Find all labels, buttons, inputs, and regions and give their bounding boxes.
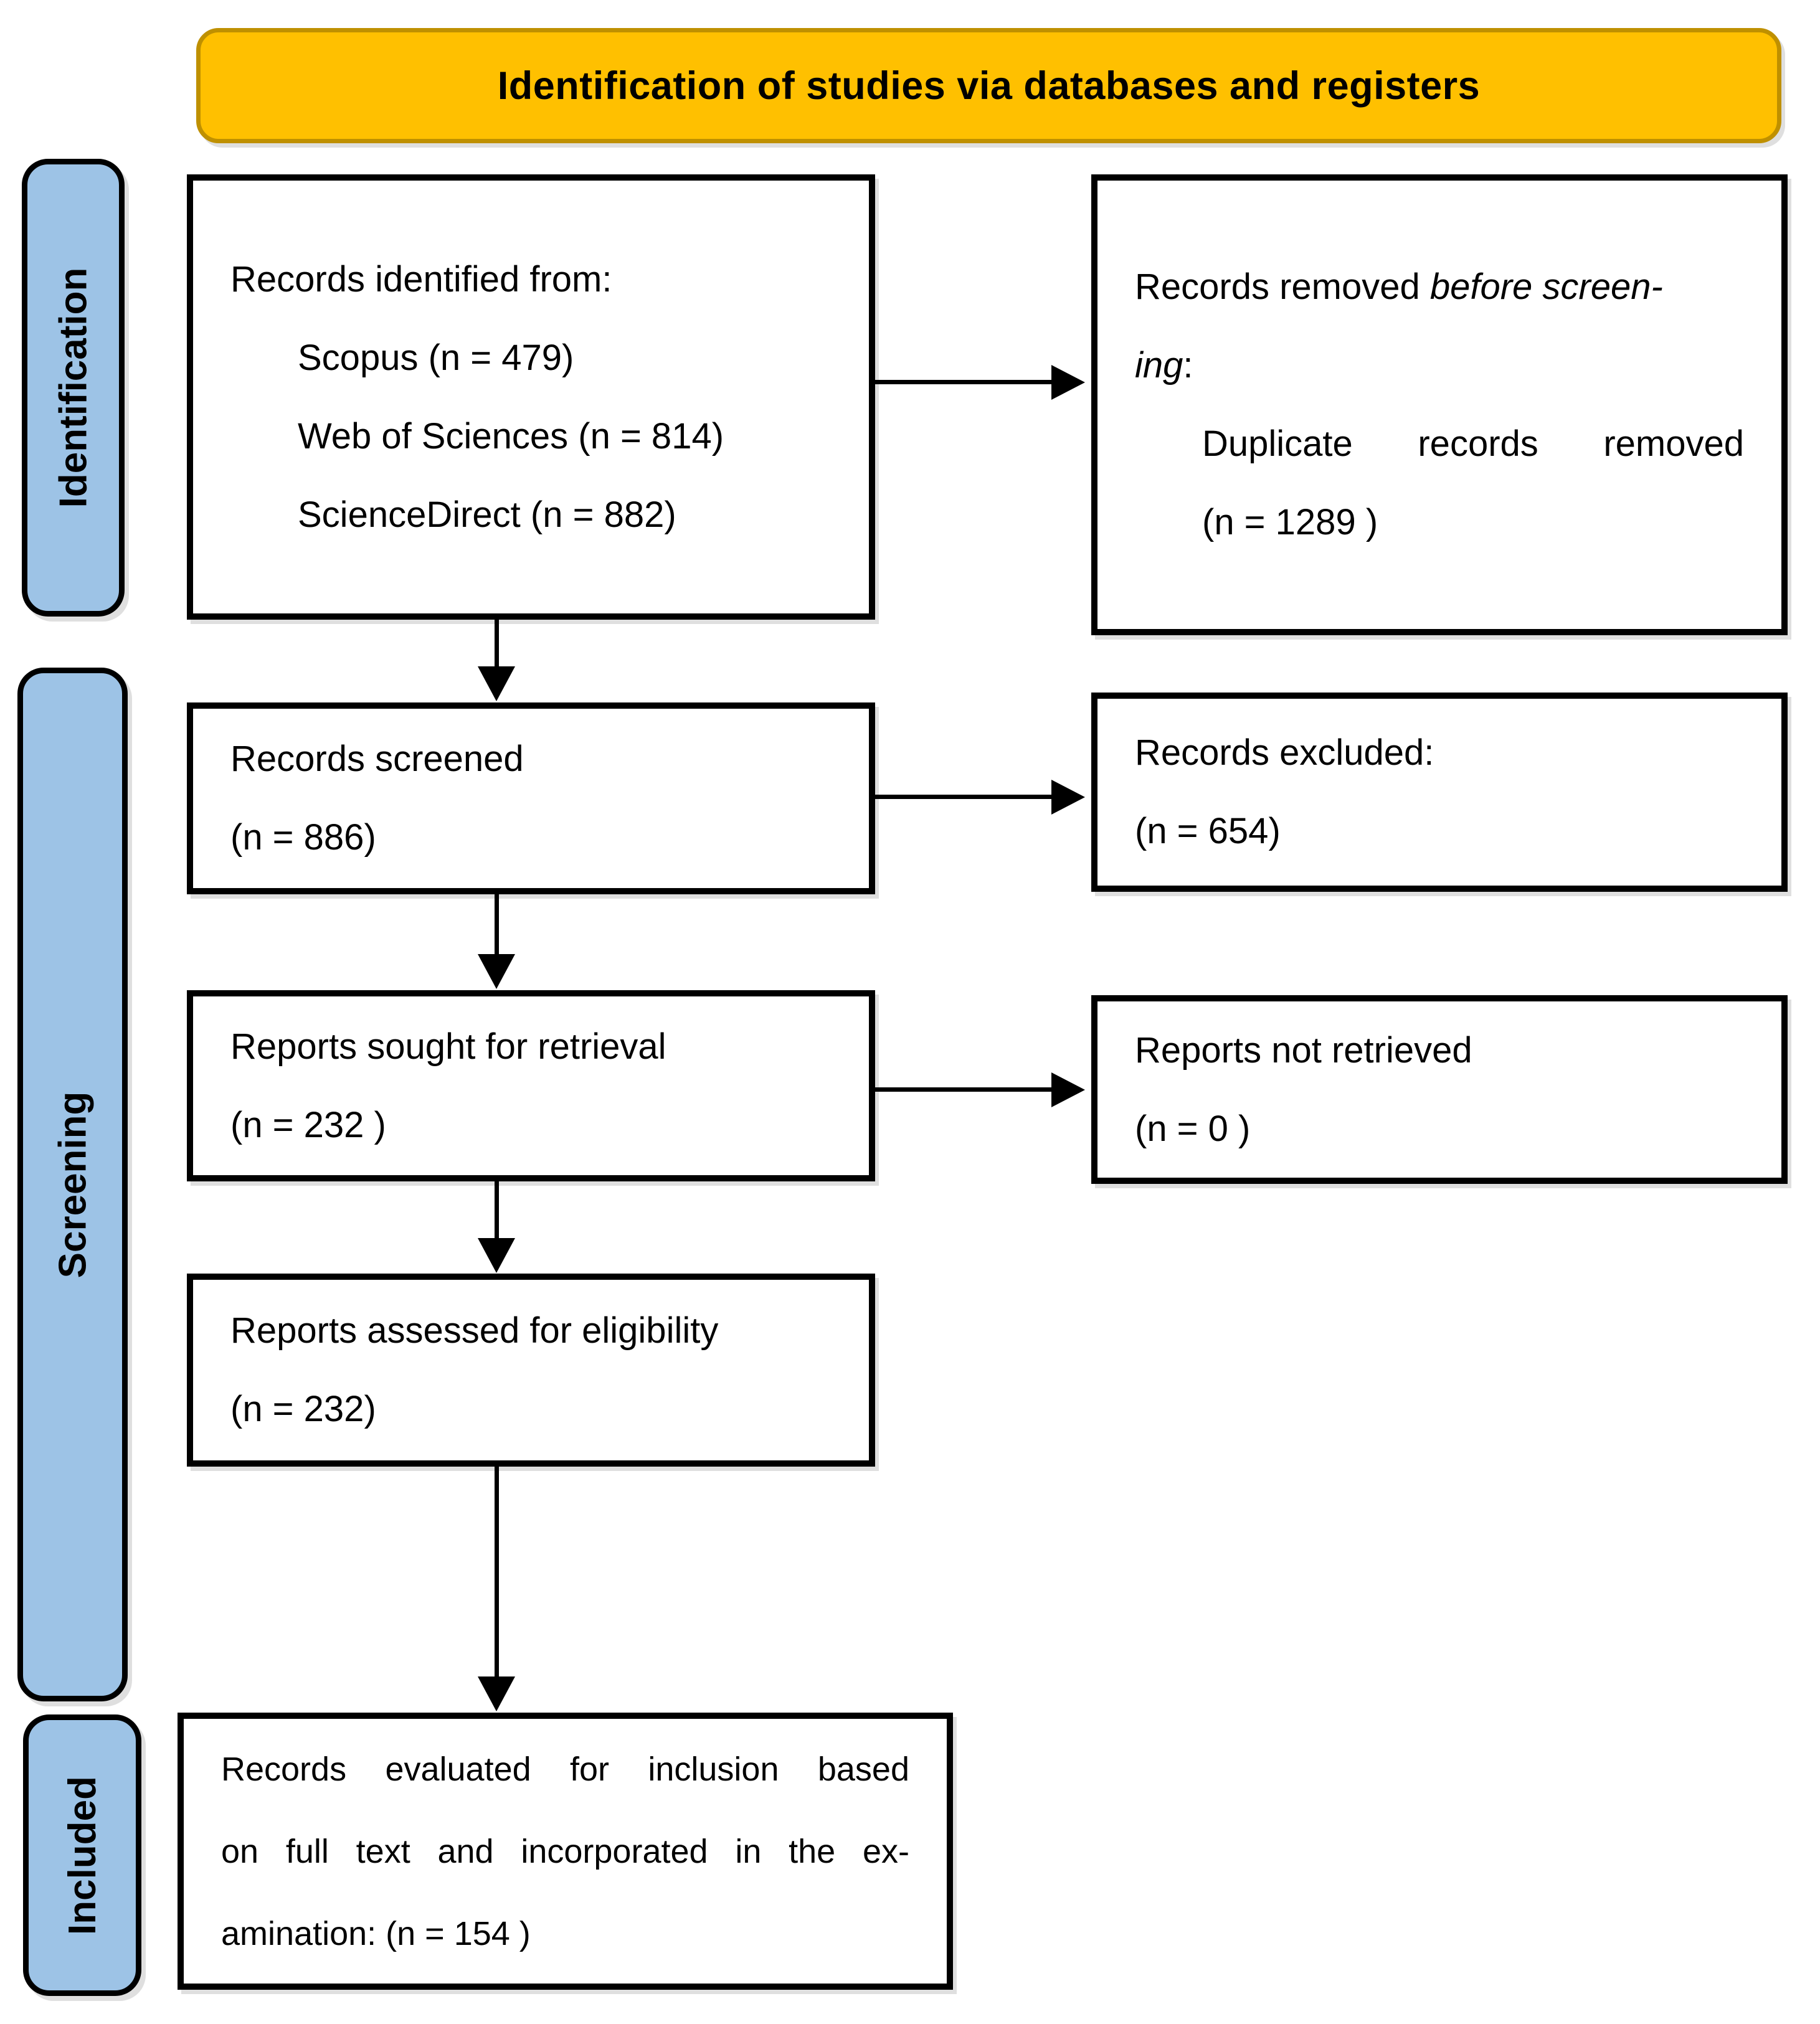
box-reports-assessed: Reports assessed for eligibility (n = 23… (187, 1274, 875, 1467)
reports-not-retrieved-count: (n = 0 ) (1135, 1108, 1251, 1149)
arrow-identified-to-screened-head (478, 666, 515, 701)
banner-identification-of-studies: Identification of studies via databases … (196, 28, 1781, 143)
box-reports-sought: Reports sought for retrieval (n = 232 ) (187, 990, 875, 1181)
stage-label-included: Included (23, 1714, 141, 1996)
records-excluded-count: (n = 654) (1135, 811, 1281, 851)
records-included-line1: Records evaluated for inclusion based (221, 1750, 909, 1788)
records-removed-line2: ing: (1135, 326, 1744, 405)
records-identified-source-scopus: Scopus (n = 479) (298, 337, 574, 378)
arrow-screened-to-excluded-head (1051, 780, 1085, 815)
records-removed-line2-colon: : (1183, 345, 1193, 385)
box-records-included: Records evaluated for inclusion based on… (178, 1713, 953, 1990)
records-included-line3: amination: (n = 154 ) (221, 1914, 531, 1952)
arrow-sought-to-assessed-shaft (495, 1181, 499, 1240)
records-removed-reason: Duplicate records removed (1202, 423, 1744, 464)
banner-title: Identification of studies via databases … (497, 64, 1481, 108)
reports-sought-count: (n = 232 ) (230, 1104, 386, 1145)
records-screened-label: Records screened (230, 739, 524, 779)
records-identified-intro: Records identified from: (230, 258, 612, 300)
box-records-identified: Records identified from: Scopus (n = 479… (187, 174, 875, 620)
records-removed-count: (n = 1289 ) (1202, 502, 1378, 542)
stage-label-screening-text: Screening (51, 1091, 94, 1278)
arrow-sought-to-not-retrieved-shaft (872, 1087, 1059, 1092)
stage-label-identification-text: Identification (52, 267, 95, 508)
records-identified-source-wos: Web of Sciences (n = 814) (298, 415, 724, 456)
stage-label-included-text: Included (60, 1776, 104, 1935)
box-records-excluded: Records excluded: (n = 654) (1091, 693, 1788, 892)
records-removed-line1: Records removed before screen- (1135, 248, 1744, 326)
records-removed-line2-italic: ing (1135, 345, 1183, 385)
arrow-screened-to-sought-head (478, 954, 515, 989)
arrow-identified-to-screened-shaft (495, 620, 499, 669)
box-records-screened: Records screened (n = 886) (187, 702, 875, 894)
box-records-removed: Records removed before screen- ing: Dupl… (1091, 174, 1788, 635)
arrow-screened-to-sought-shaft (495, 894, 499, 957)
records-removed-line1-italic: before screen- (1429, 267, 1663, 307)
box-reports-not-retrieved: Reports not retrieved (n = 0 ) (1091, 995, 1788, 1184)
arrow-sought-to-assessed-head (478, 1238, 515, 1273)
records-identified-source-sciencedirect: ScienceDirect (n = 882) (298, 494, 676, 535)
arrow-identified-to-removed-shaft (872, 380, 1059, 384)
records-screened-count: (n = 886) (230, 817, 376, 858)
stage-label-screening: Screening (17, 668, 128, 1701)
reports-sought-label: Reports sought for retrieval (230, 1026, 666, 1067)
reports-not-retrieved-label: Reports not retrieved (1135, 1029, 1472, 1071)
arrow-sought-to-not-retrieved-head (1051, 1072, 1085, 1107)
records-excluded-label: Records excluded: (1135, 732, 1434, 773)
reports-assessed-label: Reports assessed for eligibility (230, 1310, 719, 1351)
records-removed-line1-regular: Records removed (1135, 267, 1430, 307)
arrow-assessed-to-included-shaft (495, 1467, 499, 1678)
arrow-screened-to-excluded-shaft (872, 795, 1059, 799)
records-included-line2: on full text and incorporated in the ex- (221, 1832, 909, 1870)
arrow-assessed-to-included-head (478, 1676, 515, 1711)
reports-assessed-count: (n = 232) (230, 1389, 376, 1429)
stage-label-identification: Identification (22, 159, 125, 617)
arrow-identified-to-removed-head (1051, 365, 1085, 400)
